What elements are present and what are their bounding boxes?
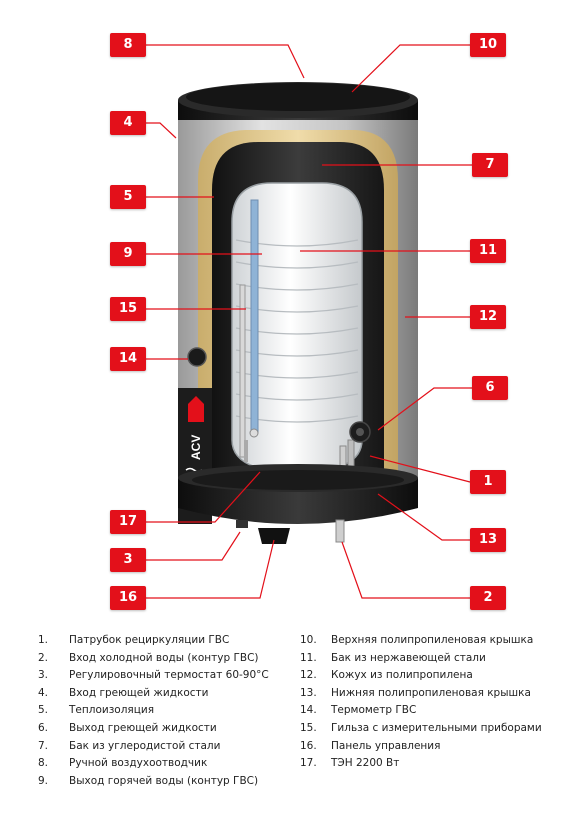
legend-text: Вход холодной воды (контур ГВС) (69, 651, 259, 664)
legend-num: 5. (38, 704, 49, 717)
callout-13: 13 (470, 528, 506, 552)
legend-item: 10. Верхняя полипропиленовая крышка (300, 632, 570, 650)
legend-text: Бак из нержавеющей стали (331, 651, 486, 664)
top-cap-top (186, 83, 410, 111)
legend-num: 8. (38, 757, 49, 770)
callout-9: 9 (110, 242, 146, 266)
callout-12: 12 (470, 305, 506, 329)
legend-num: 7. (38, 739, 49, 752)
legend-text: Теплоизоляция (69, 704, 155, 717)
legend-item: 5. Теплоизоляция (38, 702, 300, 720)
thermometer (187, 347, 207, 367)
legend-item: 15. Гильза с измерительными приборами (300, 720, 570, 738)
legend-item: 17. ТЭН 2200 Вт (300, 755, 570, 773)
legend-text: Панель управления (331, 739, 441, 752)
legend-num: 13. (300, 686, 317, 699)
thermostat-knob (236, 520, 248, 528)
legend-num: 12. (300, 669, 317, 682)
cold-water-inlet (335, 519, 345, 543)
legend-right: 10. Верхняя полипропиленовая крышка 11. Ба… (300, 632, 570, 773)
legend-item: 7. Бак из углеродистой стали (38, 738, 300, 756)
legend-num: 17. (300, 757, 317, 770)
callout-3: 3 (110, 548, 146, 572)
callout-2: 2 (470, 586, 506, 610)
callout-10: 10 (470, 33, 506, 57)
legend-num: 4. (38, 686, 49, 699)
legend-text: Вход греющей жидкости (69, 686, 209, 699)
legend-text: Патрубок рециркуляции ГВС (69, 634, 230, 646)
legend-item: 2. Вход холодной воды (контур ГВС) (38, 650, 300, 668)
legend-num: 2. (38, 651, 49, 664)
legend-text: Термометр ГВС (331, 704, 417, 717)
legend-text: Верхняя полипропиленовая крышка (331, 634, 534, 646)
callout-11: 11 (470, 239, 506, 263)
legend-item: 14. Термометр ГВС (300, 702, 570, 720)
legend-text: Выход греющей жидкости (69, 721, 217, 734)
legend-text: Ручной воздухоотводчик (69, 757, 208, 770)
callout-15: 15 (110, 297, 146, 321)
tank-corrugations (235, 239, 359, 423)
callout-17: 17 (110, 510, 146, 534)
legend-item: 6. Выход греющей жидкости (38, 720, 300, 738)
callout-16: 16 (110, 586, 146, 610)
legend-item: 16. Панель управления (300, 738, 570, 756)
legend-item: 11. Бак из нержавеющей стали (300, 650, 570, 668)
instrument-sleeve (239, 284, 246, 458)
legend-num: 14. (300, 704, 317, 717)
legend-text: Гильза с измерительными приборами (331, 721, 542, 734)
brand-vertical: ACV (189, 435, 203, 460)
callout-14: 14 (110, 347, 146, 371)
leader-lines (146, 44, 472, 599)
legend-item: 3. Регулировочный термостат 60-90°С (38, 667, 300, 685)
callout-6: 6 (472, 376, 508, 400)
legend-item: 9. Выход горячей воды (контур ГВС) (38, 773, 300, 791)
callout-8: 8 (110, 33, 146, 57)
callout-4: 4 (110, 111, 146, 135)
legend-text: ТЭН 2200 Вт (331, 757, 400, 770)
legend-num: 16. (300, 739, 317, 752)
hot-water-outlet-tube (250, 199, 259, 433)
callout-7: 7 (472, 153, 508, 177)
legend-num: 11. (300, 651, 317, 664)
callout-5: 5 (110, 185, 146, 209)
legend-text: Бак из углеродистой стали (69, 739, 221, 752)
legend-num: 9. (38, 774, 49, 787)
legend-item: 13. Нижняя полипропиленовая крышка (300, 685, 570, 703)
legend-item: 12. Кожух из полипропилена (300, 667, 570, 685)
legend-text: Кожух из полипропилена (331, 669, 473, 682)
legend-item: 4. Вход греющей жидкости (38, 685, 300, 703)
callout-1: 1 (470, 470, 506, 494)
legend-num: 3. (38, 669, 49, 682)
legend-num: 15. (300, 721, 317, 734)
legend-item: 8. Ручной воздухоотводчик (38, 755, 300, 773)
legend-num: 6. (38, 721, 49, 734)
legend-left: 1. Патрубок рециркуляции ГВС 2. Вход холод… (38, 632, 300, 790)
legend-num: 10. (300, 634, 317, 646)
legend-text: Выход горячей воды (контур ГВС) (69, 774, 259, 787)
legend-text: Регулировочный термостат 60-90°С (69, 669, 269, 682)
legend-num: 1. (38, 634, 49, 646)
boiler-cutaway-diagram: ACV (146, 44, 472, 599)
legend-item: 1. Патрубок рециркуляции ГВС (38, 632, 300, 650)
legend-text: Нижняя полипропиленовая крышка (331, 686, 531, 699)
